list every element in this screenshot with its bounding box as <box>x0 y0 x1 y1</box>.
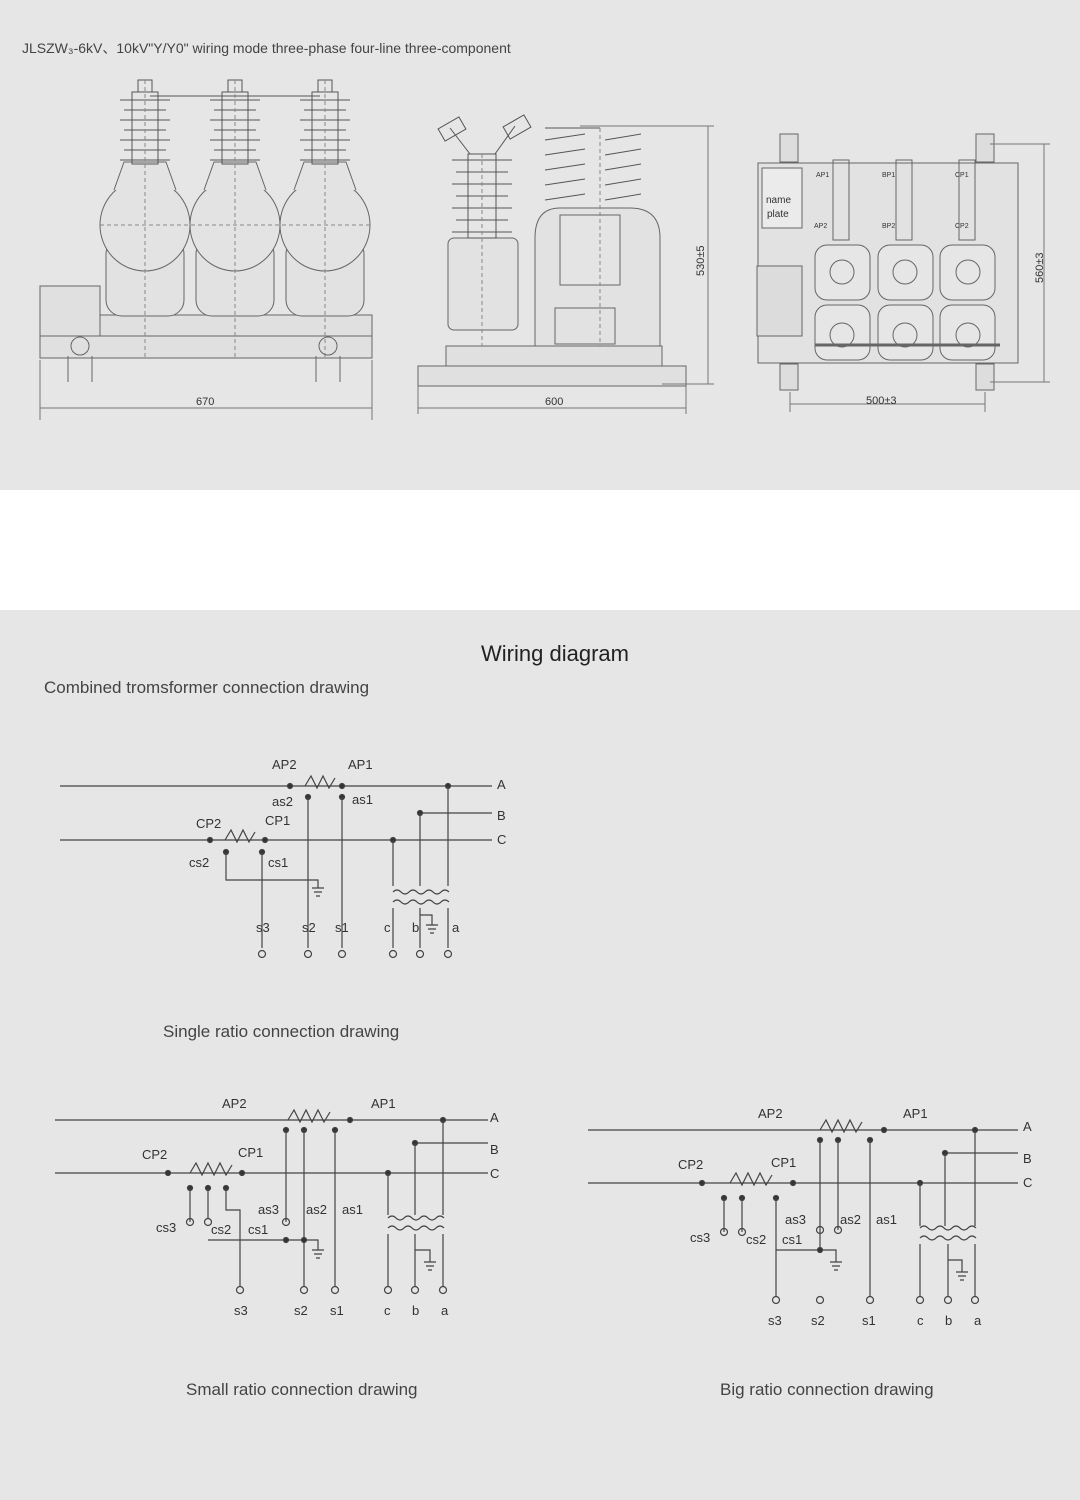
small-s2: s2 <box>294 1303 308 1318</box>
combined-s2: s2 <box>302 920 316 935</box>
combined-ap1: AP1 <box>348 757 373 772</box>
side-view <box>417 114 714 414</box>
top-width-label: 500±3 <box>866 395 897 407</box>
combined-cp1: CP1 <box>265 813 290 828</box>
big-c: c <box>917 1313 924 1328</box>
big-ap1: AP1 <box>903 1106 928 1121</box>
combined-caption: Combined tromsformer connection drawing <box>44 678 370 697</box>
small-caption: Small ratio connection drawing <box>186 1380 418 1399</box>
wiring-diagram-title: Wiring diagram <box>481 641 629 666</box>
big-as1: as1 <box>876 1212 897 1227</box>
big-cs1: cs1 <box>782 1232 802 1247</box>
front-width-label: 670 <box>196 396 214 408</box>
combined-s1: s1 <box>335 920 349 935</box>
side-height-label: 530±5 <box>695 245 707 276</box>
big-cs3: cs3 <box>690 1230 710 1245</box>
big-cp2: CP2 <box>678 1157 703 1172</box>
wiring-diagram-panel <box>0 610 1080 1500</box>
terminal-bp1: BP1 <box>882 172 895 179</box>
top-view <box>756 133 1050 412</box>
combined-phase-c: C <box>497 832 506 847</box>
small-phase-b: B <box>490 1142 499 1157</box>
small-c: c <box>384 1303 391 1318</box>
big-s1: s1 <box>862 1313 876 1328</box>
small-phase-c: C <box>490 1166 499 1181</box>
page-title: JLSZW₃-6kV、10kV"Y/Y0" wiring mode three-… <box>22 40 511 56</box>
combined-s3: s3 <box>256 920 270 935</box>
combined-phase-b: B <box>497 808 506 823</box>
big-s2: s2 <box>811 1313 825 1328</box>
small-cs2: cs2 <box>211 1222 231 1237</box>
big-as3: as3 <box>785 1212 806 1227</box>
small-as3: as3 <box>258 1202 279 1217</box>
combined-phase-a: A <box>497 777 506 792</box>
small-ap1: AP1 <box>371 1096 396 1111</box>
small-s3: s3 <box>234 1303 248 1318</box>
big-caption: Big ratio connection drawing <box>720 1380 934 1399</box>
combined-schematic <box>60 774 492 959</box>
nameplate-line2: plate <box>767 209 789 220</box>
big-s3: s3 <box>768 1313 782 1328</box>
combined-cp2: CP2 <box>196 816 221 831</box>
terminal-cp1: CP1 <box>955 172 969 179</box>
nameplate-line1: name <box>766 195 791 206</box>
big-b: b <box>945 1313 952 1328</box>
small-b: b <box>412 1303 419 1318</box>
big-cp1: CP1 <box>771 1155 796 1170</box>
big-ap2: AP2 <box>758 1106 783 1121</box>
small-phase-a: A <box>490 1110 499 1125</box>
terminal-bp2: BP2 <box>882 223 895 230</box>
top-height-label: 560±3 <box>1034 252 1046 283</box>
combined-a: a <box>452 920 460 935</box>
big-a: a <box>974 1313 982 1328</box>
terminal-ap1: AP1 <box>816 172 829 179</box>
combined-as2: as2 <box>272 794 293 809</box>
outline-drawings: 670 600 530±5 <box>39 79 1050 420</box>
big-phase-b: B <box>1023 1151 1032 1166</box>
side-width-label: 600 <box>545 396 563 408</box>
big-ratio-schematic <box>588 1118 1018 1305</box>
big-cs2: cs2 <box>746 1232 766 1247</box>
combined-as1: as1 <box>352 792 373 807</box>
big-as2: as2 <box>840 1212 861 1227</box>
small-as1: as1 <box>342 1202 363 1217</box>
combined-cs1: cs1 <box>268 855 288 870</box>
front-view <box>39 79 373 420</box>
small-cs1: cs1 <box>248 1222 268 1237</box>
small-a: a <box>441 1303 449 1318</box>
combined-cs2: cs2 <box>189 855 209 870</box>
small-s1: s1 <box>330 1303 344 1318</box>
small-cs3: cs3 <box>156 1220 176 1235</box>
combined-c: c <box>384 920 391 935</box>
terminal-ap2: AP2 <box>814 223 827 230</box>
combined-b: b <box>412 920 419 935</box>
small-cp2: CP2 <box>142 1147 167 1162</box>
combined-ap2: AP2 <box>272 757 297 772</box>
single-caption: Single ratio connection drawing <box>163 1022 400 1041</box>
small-as2: as2 <box>306 1202 327 1217</box>
small-ap2: AP2 <box>222 1096 247 1111</box>
terminal-cp2: CP2 <box>955 223 969 230</box>
small-ratio-schematic <box>55 1108 488 1295</box>
big-phase-c: C <box>1023 1175 1032 1190</box>
small-cp1: CP1 <box>238 1145 263 1160</box>
big-phase-a: A <box>1023 1119 1032 1134</box>
